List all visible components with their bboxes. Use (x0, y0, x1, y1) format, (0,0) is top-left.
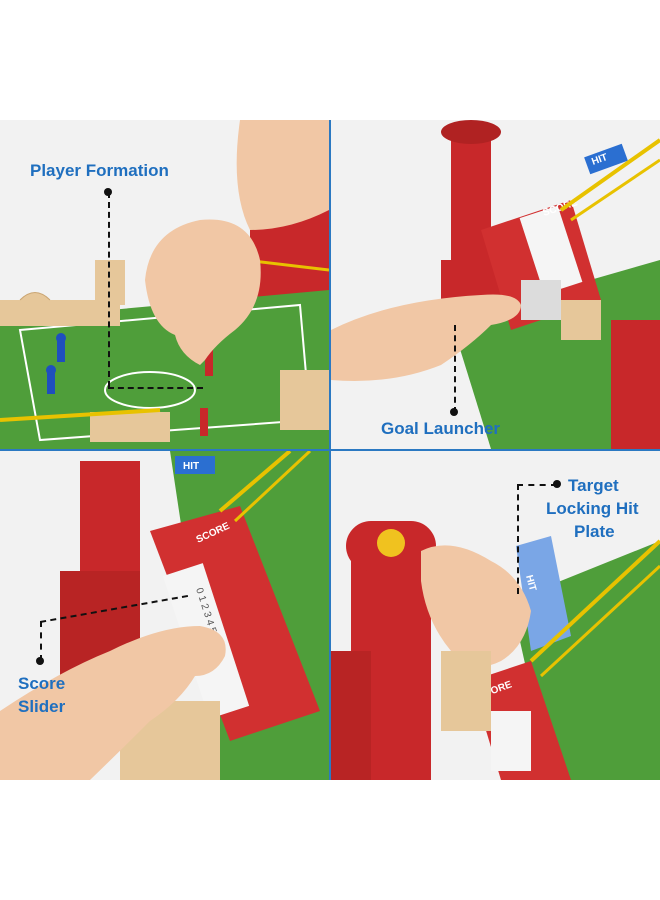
leader-dot-player-formation (104, 188, 112, 196)
photo-score-slider: SCORE 0 1 2 3 4 5 HIT (0, 451, 329, 780)
printed-hit-text: HIT (590, 152, 609, 168)
leader-dot-score-slider (36, 657, 44, 665)
leader-line-goal-launcher (454, 325, 456, 413)
photo-target-locking-hit-plate: SCORE HIT (331, 451, 660, 780)
label-target-line1: Target (568, 476, 619, 495)
product-image-grid: Player Formation SCORE HIT Goal Launcher (0, 120, 660, 780)
label-score-slider-line2: Slider (18, 697, 66, 716)
printed-hit-text-3: HIT (523, 574, 538, 592)
printed-hit-text-2: HIT (183, 461, 199, 472)
label-goal-launcher: Goal Launcher (381, 419, 501, 438)
label-player-formation: Player Formation (30, 161, 169, 180)
divider-horizontal (0, 449, 660, 451)
leader-line-player-formation-horizontal (108, 387, 203, 389)
label-target-line2: Locking Hit (546, 499, 639, 518)
label-score-slider-line1: Score (18, 674, 66, 693)
panel-goal-launcher: SCORE HIT Goal Launcher (331, 120, 660, 449)
photo-player-formation (0, 120, 329, 449)
leader-line-score-slider (40, 621, 42, 661)
leader-dot-target (553, 480, 561, 488)
panel-player-formation: Player Formation (0, 120, 329, 449)
photo-goal-launcher: SCORE HIT (331, 120, 660, 449)
leader-line-player-formation (108, 192, 110, 387)
leader-line-target-vertical (517, 484, 519, 594)
panel-score-slider: SCORE 0 1 2 3 4 5 HIT Score Slider (0, 451, 329, 780)
label-target-line3: Plate (574, 522, 615, 541)
panel-target-locking-hit-plate: SCORE HIT Target Locking Hit Plate (331, 451, 660, 780)
leader-dot-goal-launcher (450, 408, 458, 416)
leader-line-target (517, 484, 557, 486)
